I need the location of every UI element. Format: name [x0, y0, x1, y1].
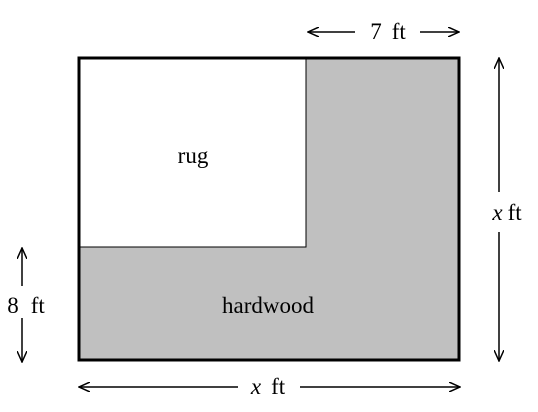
rug-region — [78, 57, 307, 248]
hardwood-label: hardwood — [222, 293, 314, 318]
room-outline — [77, 56, 461, 362]
rug-label: rug — [178, 143, 209, 168]
